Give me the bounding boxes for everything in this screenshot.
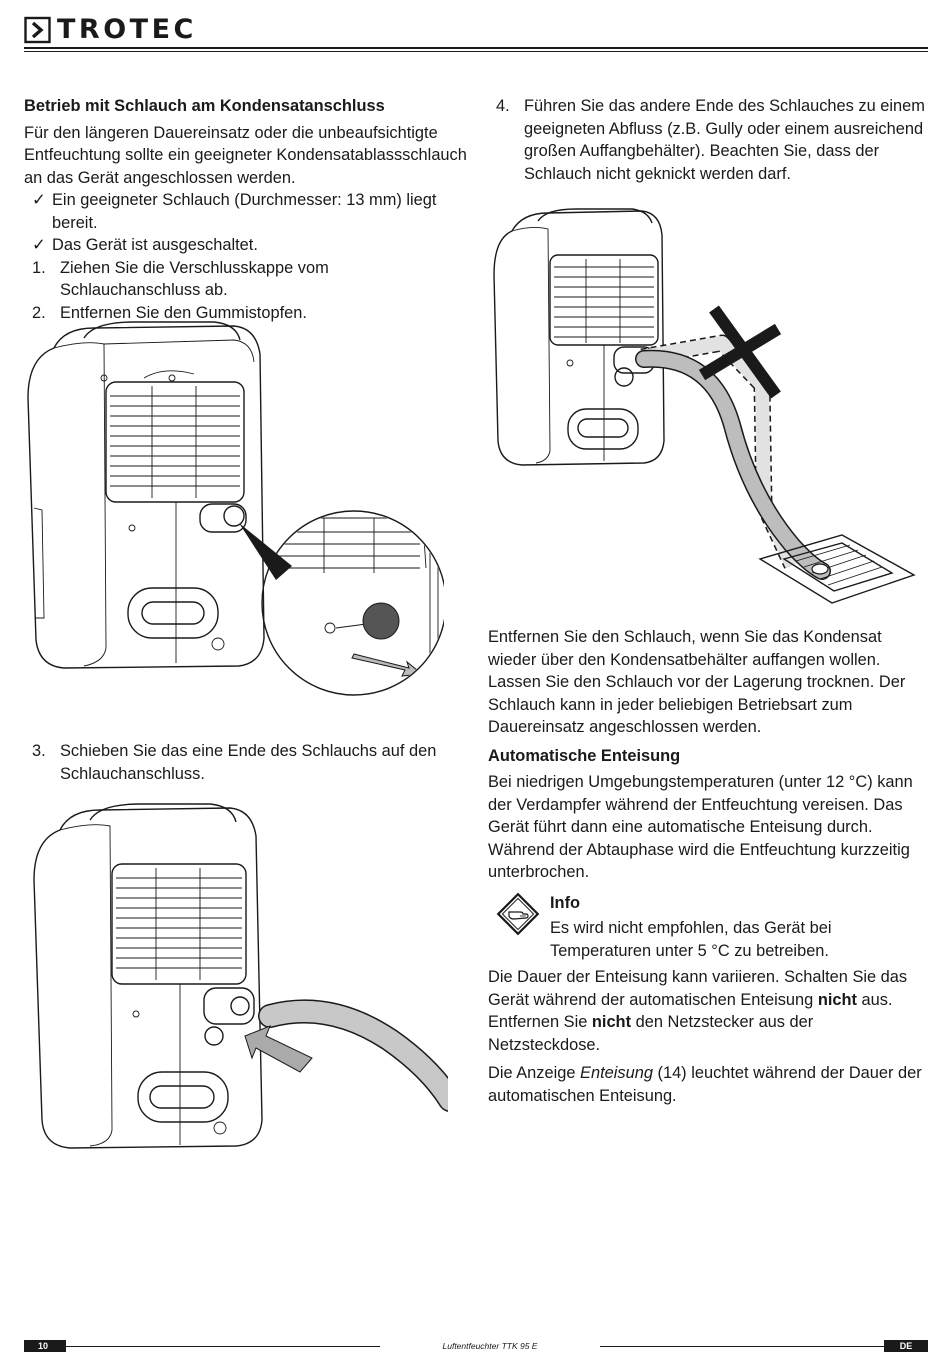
step-number: 4. — [496, 97, 510, 115]
duration-text-e: den Netzstecker aus der Netzsteckdose. — [488, 1013, 814, 1054]
step-text: Schieben Sie das eine Ende des Schlauchs… — [60, 742, 437, 783]
display-text-a: Die Anzeige — [488, 1064, 581, 1082]
right-column-top: 4. Führen Sie das andere Ende des Schlau… — [488, 95, 928, 185]
check-item: ✓ Das Gerät ist ausgeschaltet. — [24, 234, 469, 257]
duration-emphasis-2: nicht — [591, 1013, 632, 1031]
step-item: 4. Führen Sie das andere Ende des Schlau… — [488, 95, 928, 185]
footer-doc-title: Luftentfeuchter TTK 95 E — [380, 1340, 600, 1352]
page-number: 10 — [24, 1340, 66, 1352]
step-number: 3. — [32, 742, 46, 760]
defrost-paragraph: Bei niedrigen Umgebungstemperaturen (unt… — [488, 773, 913, 881]
display-text-c: (14) leuchtet während der Dauer der auto… — [488, 1064, 922, 1105]
step-number: 2. — [32, 303, 46, 322]
info-text: Es wird nicht empfohlen, das Gerät bei T… — [550, 919, 832, 960]
check-text: Ein geeigneter Schlauch (Durchmesser: 13… — [52, 191, 437, 232]
section-heading: Betrieb mit Schlauch am Kondensatanschlu… — [24, 97, 385, 115]
step-item: 1. Ziehen Sie die Verschlusskappe vom Sc… — [24, 257, 469, 302]
remove-hose-paragraph: Entfernen Sie den Schlauch, wenn Sie das… — [488, 628, 906, 736]
step-item: 3. Schieben Sie das eine Ende des Schlau… — [24, 740, 469, 785]
language-badge: DE — [884, 1340, 928, 1352]
check-item: ✓ Ein geeigneter Schlauch (Durchmesser: … — [24, 189, 469, 234]
intro-paragraph: Für den längeren Dauereinsatz oder die u… — [24, 123, 467, 187]
left-column-top: Betrieb mit Schlauch am Kondensatanschlu… — [24, 95, 469, 324]
brand-name: TROTEC — [57, 14, 197, 45]
figure-attach-hose — [33, 803, 455, 1149]
info-hand-icon — [496, 892, 540, 935]
step-text: Ziehen Sie die Verschlusskappe vom Schla… — [60, 258, 329, 300]
step-text: Führen Sie das andere Ende des Schlauche… — [524, 97, 925, 183]
step-text: Entfernen Sie den Gummistopfen. — [60, 303, 307, 322]
step-number: 1. — [32, 258, 46, 277]
defrost-heading: Automatische Enteisung — [488, 746, 681, 765]
check-mark: ✓ — [32, 236, 46, 254]
header-rule-thin — [24, 51, 928, 52]
figure-hose-drain — [493, 208, 916, 604]
left-column-step3: 3. Schieben Sie das eine Ende des Schlau… — [24, 740, 469, 785]
brand-logo: TROTEC — [24, 14, 229, 45]
display-emphasis: Enteisung — [580, 1064, 653, 1082]
duration-text-a: Die Dauer der Enteisung kann variieren. … — [488, 968, 908, 1009]
step-item: 2. Entfernen Sie den Gummistopfen. — [24, 302, 469, 325]
info-note: Info Es wird nicht empfohlen, das Gerät … — [488, 892, 928, 963]
header-rule — [24, 47, 928, 49]
brand-chevron-icon — [24, 16, 51, 44]
duration-emphasis-1: nicht — [817, 990, 857, 1009]
figure-remove-cap — [27, 321, 444, 696]
duration-text-c: aus. Entfernen Sie — [488, 990, 893, 1032]
check-mark: ✓ — [32, 191, 46, 209]
defrost-duration-paragraph: Die Dauer der Enteisung kann variieren. … — [488, 966, 928, 1056]
defrost-display-paragraph: Die Anzeige Enteisung (14) leuchtet währ… — [488, 1062, 928, 1107]
info-title: Info — [550, 893, 581, 912]
check-text: Das Gerät ist ausgeschaltet. — [52, 236, 258, 254]
right-column-body: Entfernen Sie den Schlauch, wenn Sie das… — [488, 626, 928, 1107]
